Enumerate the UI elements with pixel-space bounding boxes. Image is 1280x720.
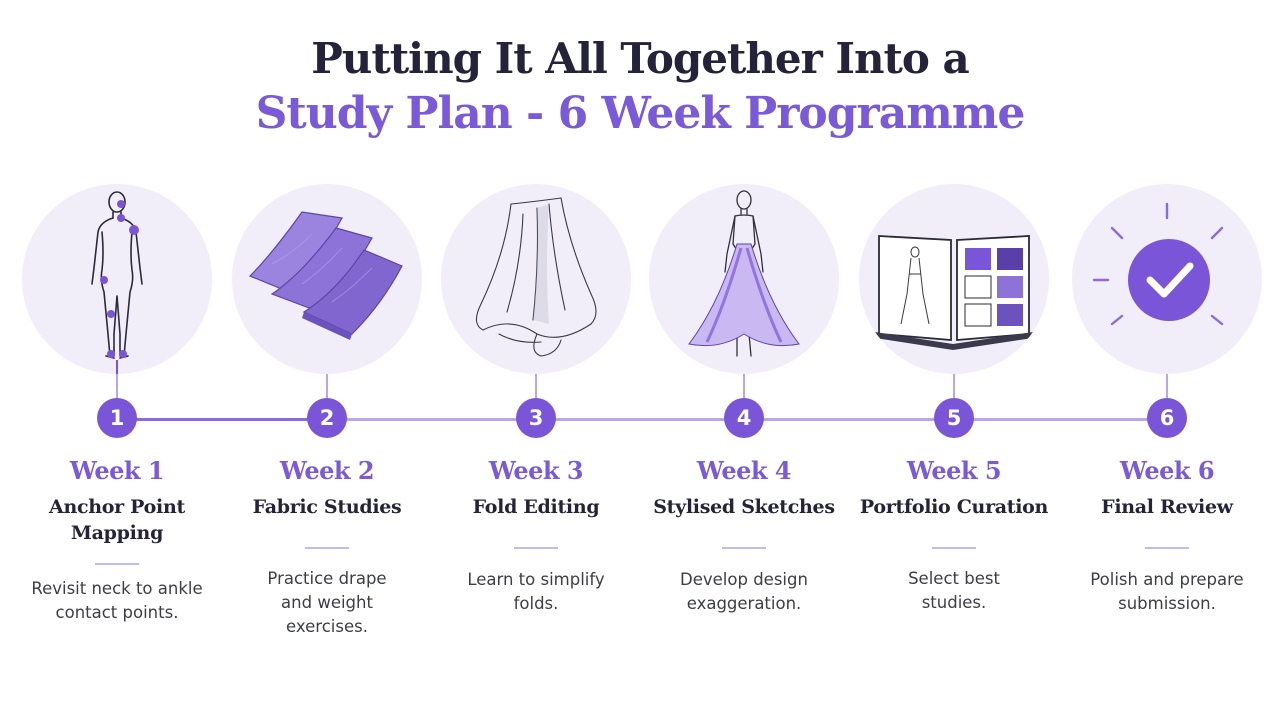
step-title: Fabric Studies (252, 496, 402, 518)
step-title: Portfolio Curation (859, 496, 1049, 518)
step-divider (1145, 547, 1189, 549)
step-number-badge: 5 (934, 398, 974, 438)
step-divider (514, 547, 558, 549)
step-illustration-circle (859, 184, 1049, 374)
draped-cloth-sketch-icon (475, 197, 597, 357)
step-week-5: 5 Week 5 Portfolio Curation Select best … (844, 0, 1064, 720)
step-title: Fold Editing (472, 496, 600, 518)
step-week-2: 2 Week 2 Fabric Studies Practice drape a… (217, 0, 437, 720)
step-title: Stylised Sketches (653, 496, 835, 518)
step-week-label: Week 1 (69, 456, 165, 485)
step-illustration-circle (441, 184, 631, 374)
step-divider (932, 547, 976, 549)
step-illustration-circle (649, 184, 839, 374)
step-week-6: 6 Week 6 Final Review Polish and prepare… (1057, 0, 1277, 720)
timeline-progress (116, 418, 327, 421)
figure-anchor-points-icon (91, 191, 143, 374)
step-connector (1166, 374, 1168, 398)
step-week-label: Week 2 (279, 456, 375, 485)
step-divider (722, 547, 766, 549)
step-number-badge: 6 (1147, 398, 1187, 438)
open-portfolio-book-icon (875, 235, 1033, 350)
timeline-line (116, 418, 1168, 421)
step-illustration-circle (232, 184, 422, 374)
gown-figure-sketch-icon (688, 190, 800, 357)
step-number-badge: 2 (307, 398, 347, 438)
step-week-label: Week 3 (488, 456, 584, 485)
step-illustration-circle (1072, 184, 1262, 374)
step-week-label: Week 5 (906, 456, 1002, 485)
step-week-4: 4 Week 4 Stylised Sketches Develop desig… (634, 0, 854, 720)
step-connector (326, 374, 328, 398)
step-week-label: Week 4 (696, 456, 792, 485)
step-week-3: 3 Week 3 Fold Editing Learn to simplify … (426, 0, 646, 720)
page-title-line-1: Putting It All Together Into a (311, 34, 970, 83)
step-connector (743, 374, 745, 398)
step-number-badge: 1 (97, 398, 137, 438)
step-description: Develop design exaggeration. (680, 570, 808, 613)
step-divider (95, 563, 139, 565)
page-title-line-2: Study Plan - 6 Week Programme (255, 88, 1026, 139)
step-description: Polish and prepare submission. (1090, 570, 1244, 613)
step-title: Anchor Point Mapping (49, 496, 185, 544)
step-illustration-circle (22, 184, 212, 374)
step-connector (116, 374, 118, 398)
fabric-swatches-icon (248, 211, 403, 340)
step-week-label: Week 6 (1119, 456, 1215, 485)
step-title: Final Review (1101, 496, 1233, 518)
step-connector (535, 374, 537, 398)
step-divider (305, 547, 349, 549)
step-description: Learn to simplify folds. (467, 570, 605, 613)
step-connector (953, 374, 955, 398)
step-description: Practice drape and weight exercises. (267, 569, 387, 636)
checkmark-badge-icon (1092, 202, 1224, 326)
step-week-1: 1 Week 1 Anchor Point Mapping Revisit ne… (7, 0, 227, 720)
step-number-badge: 4 (724, 398, 764, 438)
step-number-badge: 3 (516, 398, 556, 438)
step-description: Select best studies. (908, 569, 1000, 612)
step-description: Revisit neck to ankle contact points. (31, 579, 203, 622)
